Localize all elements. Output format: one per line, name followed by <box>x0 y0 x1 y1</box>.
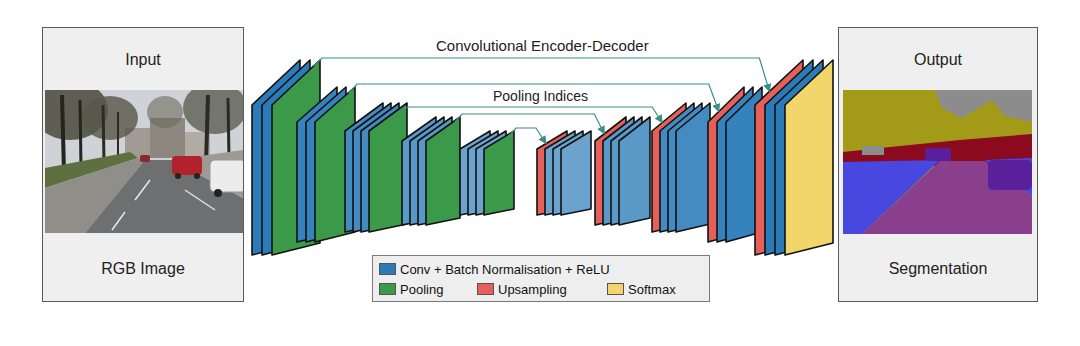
legend-text: Softmax <box>628 282 676 297</box>
panel-heading: Output <box>839 50 1037 69</box>
segment-region <box>843 90 1032 234</box>
image-panel: InputRGB Image <box>42 27 244 302</box>
panel-ground <box>838 27 1038 302</box>
photo-part <box>206 95 208 165</box>
segmentation-map <box>843 90 1032 234</box>
panel-caption: RGB Image <box>43 259 243 278</box>
legend-swatch <box>379 263 396 275</box>
annotation-label: Pooling Indices <box>490 88 591 104</box>
pooling-index-arrow <box>314 58 769 92</box>
photo-part <box>147 96 183 128</box>
softmax-layer <box>785 60 833 255</box>
photo-part <box>80 100 81 168</box>
conv-layer <box>561 131 591 215</box>
photo-part <box>183 90 243 134</box>
image-panel: OutputSegmentation <box>838 27 1038 302</box>
photo-part <box>135 180 150 200</box>
panel-grounds <box>42 27 1038 302</box>
legend-swatch <box>607 283 624 295</box>
pooling-index-arrow <box>454 114 604 134</box>
panel-caption: Segmentation <box>839 259 1037 278</box>
photo-part <box>103 105 104 162</box>
segment-region <box>955 146 985 160</box>
street-photo <box>45 90 243 233</box>
photo-part <box>228 98 229 160</box>
legend-text: Pooling <box>400 282 443 297</box>
legend-box: Conv + Batch Normalisation + ReLU Pooling… <box>372 255 710 302</box>
segment-region <box>862 161 1032 234</box>
photo-part <box>62 95 64 172</box>
pooling-layer <box>426 117 460 225</box>
pooling-index-arrows <box>314 58 769 144</box>
photo-part <box>214 189 222 197</box>
panel-heading: Input <box>43 50 243 69</box>
photo-part <box>82 96 138 140</box>
photo-part <box>175 173 181 179</box>
segment-region <box>925 148 951 161</box>
pooling-layer <box>484 131 514 215</box>
photo-part <box>194 173 200 179</box>
conv-layer <box>619 117 650 225</box>
annotation-label: Convolutional Encoder-Decoder <box>433 37 652 54</box>
legend-text: Upsampling <box>498 282 567 297</box>
photo-part <box>185 190 215 210</box>
legend-swatch <box>379 283 396 295</box>
conv-layer <box>676 103 710 232</box>
photo-part <box>112 212 125 230</box>
photo-part <box>210 160 243 192</box>
segment-region <box>935 90 1032 122</box>
legend-text: Conv + Batch Normalisation + ReLU <box>400 262 610 277</box>
network-layers <box>252 60 833 255</box>
legend-swatch <box>477 283 494 295</box>
photo-part <box>117 112 119 158</box>
segment-region <box>862 146 884 155</box>
pooling-index-arrow <box>401 107 662 123</box>
photo-part <box>172 156 202 175</box>
pooling-index-arrow <box>508 128 546 144</box>
segment-region <box>988 160 1032 190</box>
photo-part <box>140 155 150 162</box>
